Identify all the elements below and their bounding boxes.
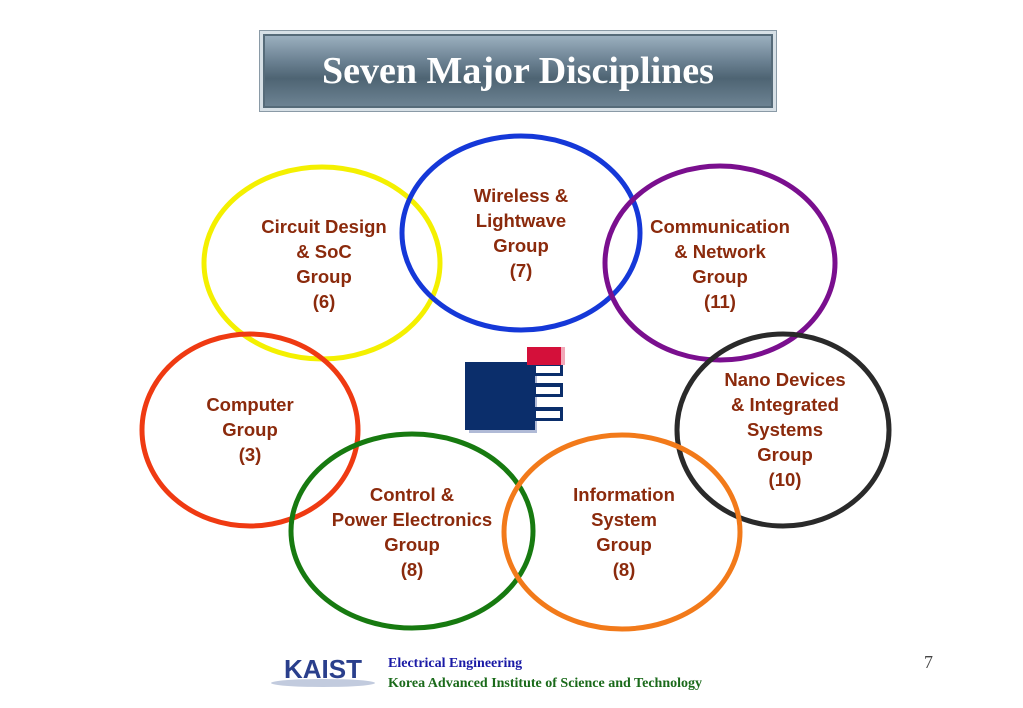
footer-institute: Korea Advanced Institute of Science and … (388, 676, 702, 691)
svg-text:KAIST: KAIST (284, 654, 362, 684)
ring-control (288, 431, 536, 631)
slide-title: Seven Major Disciplines (322, 50, 714, 92)
footer-department: Electrical Engineering (388, 656, 523, 671)
page-number: 7 (924, 652, 933, 672)
ring-communication (602, 163, 838, 363)
ring-nano (674, 331, 892, 529)
kaist-logo: KAIST (271, 654, 375, 687)
ring-information (501, 432, 743, 632)
ring-wireless (399, 133, 643, 333)
ring-computer (139, 331, 361, 529)
ee-logo-icon (465, 347, 565, 433)
title-banner: Seven Major Disciplines (260, 31, 776, 111)
